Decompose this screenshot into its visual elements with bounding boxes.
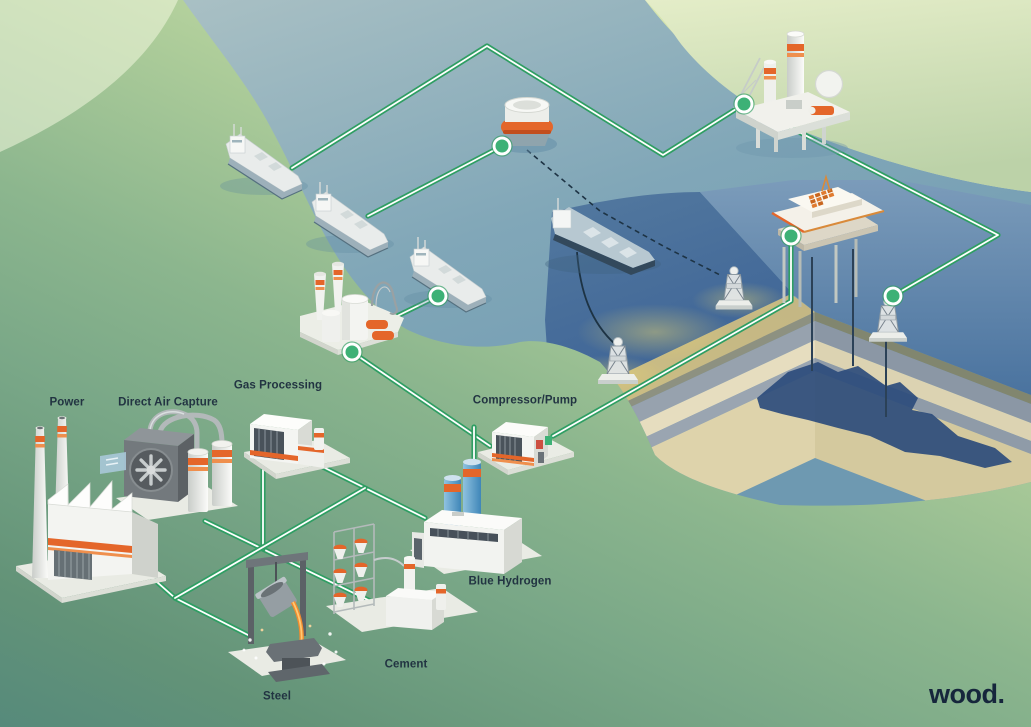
offloading-buoy [497,97,557,153]
injection-wells [811,249,887,417]
offloading-line-dashed [526,149,723,277]
pipeline-nodes [341,93,904,363]
label-power: Power [49,396,85,409]
pipeline-node [883,286,903,306]
label-compressor-pump: Compressor/Pump [472,394,578,407]
gas-processing-plant [244,414,350,479]
ladle-icon [255,576,297,617]
pipeline-node [428,286,448,306]
land-highlight-sweep [0,0,178,152]
pipeline-node [342,342,362,362]
blue-hydrogen-plant [410,458,542,574]
cement-hoppers [333,538,368,607]
steel-plant [228,552,346,682]
pipeline-node [781,226,801,246]
wood-logo: wood. [929,679,1005,709]
fan-icon [135,454,167,486]
storage-terminal [300,261,404,355]
compressor-pump-station [478,422,574,475]
pipeline-node [734,94,754,114]
label-blue-hydrogen: Blue Hydrogen [468,575,552,588]
direct-air-capture-unit [100,409,238,520]
label-direct-air-capture: Direct Air Capture [118,396,218,409]
injection-platform [771,174,885,307]
deep-water-right [700,180,1031,395]
label-steel: Steel [263,690,291,703]
power-plant [16,416,166,603]
offshore-platform [733,30,850,158]
sparks [242,624,338,666]
geology-cutaway [545,180,1031,506]
coast-top-right [645,0,1031,192]
shuttle-ship [545,198,661,275]
derrick-icon [821,174,831,192]
pipeline-node [492,136,512,156]
pipelines-sea [289,43,1001,439]
label-gas-processing: Gas Processing [233,379,323,392]
storage-reservoir [757,362,1012,468]
cement-plant [326,523,478,632]
label-cement: Cement [384,658,428,671]
offloading-line [576,251,617,346]
platform-deck-grid [808,188,835,209]
